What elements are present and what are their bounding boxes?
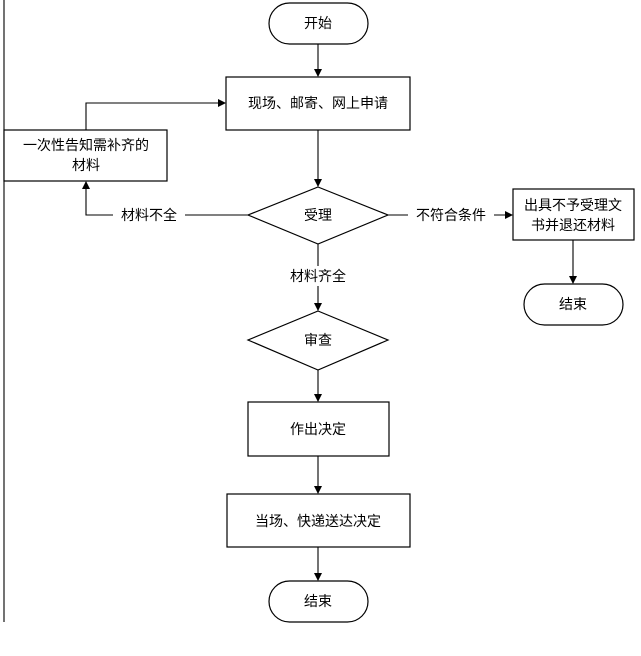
accept-decision-diamond [246, 186, 390, 245]
edge-label-not-eligible: 不符合条件 [416, 207, 486, 224]
review-decision-diamond [246, 310, 390, 371]
start-label: 开始 [304, 16, 332, 32]
end-bottom-label: 结束 [304, 594, 332, 610]
edge-label-bg-not-eligible [408, 205, 494, 225]
edge-label-bg-incomplete [113, 205, 185, 225]
decide-process-box [247, 401, 390, 457]
decide-label: 作出决定 [290, 422, 346, 438]
edge-label-bg-complete [281, 266, 355, 286]
accept-label: 受理 [304, 208, 332, 224]
end-terminator-right [523, 283, 624, 326]
reject-process-box [512, 188, 635, 241]
edge-label-incomplete: 材料不全 [121, 207, 177, 224]
apply-process-box [225, 76, 411, 131]
end-terminator-bottom [268, 580, 369, 623]
reject-label-line2: 书并退还材料 [531, 218, 615, 234]
review-label: 审查 [304, 333, 332, 349]
start-terminator [268, 2, 369, 45]
apply-label: 现场、邮寄、网上申请 [248, 95, 388, 112]
notify-process-box [3, 129, 168, 182]
edge-label-complete: 材料齐全 [290, 268, 346, 285]
end-right-label: 结束 [559, 297, 587, 313]
deliver-process-box [226, 493, 411, 548]
deliver-label: 当场、快递送达决定 [255, 514, 381, 530]
notify-label-line2: 材料 [72, 158, 100, 174]
notify-label-line1: 一次性告知需补齐的 [23, 137, 149, 154]
edge-accept-to-notify [82, 181, 248, 216]
reject-label-line1: 出具不予受理文 [524, 198, 622, 214]
